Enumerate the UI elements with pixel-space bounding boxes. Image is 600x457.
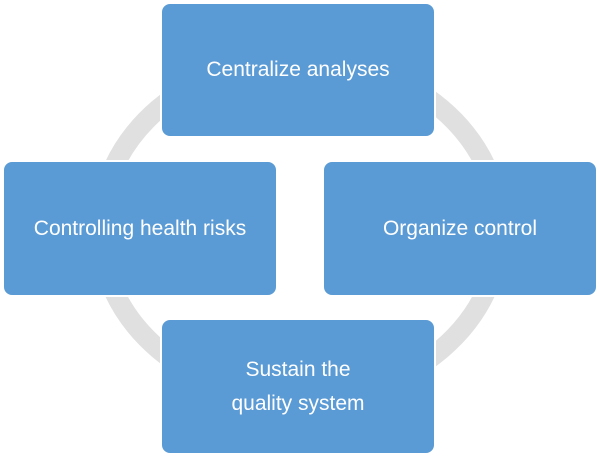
- node-label: Controlling health risks: [33, 216, 247, 240]
- node-label: Organize control: [382, 216, 538, 240]
- node-label: Sustain the quality system: [231, 357, 365, 415]
- node-organize-control: Organize control: [322, 160, 598, 297]
- node-sustain-quality-system: Sustain the quality system: [160, 318, 436, 455]
- node-controlling-health-risks: Controlling health risks: [2, 160, 278, 297]
- node-label: Centralize analyses: [206, 58, 390, 81]
- node-centralize-analyses: Centralize analyses: [160, 2, 436, 138]
